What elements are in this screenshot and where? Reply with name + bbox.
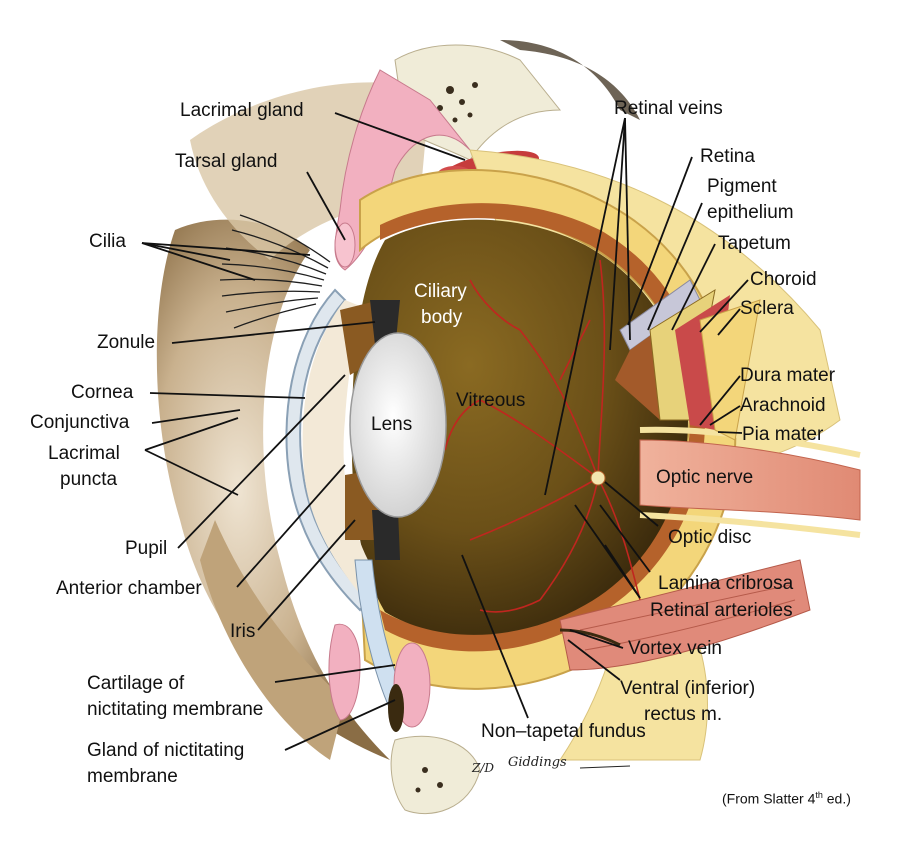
lower-lid-skin xyxy=(200,520,345,760)
label-lens: Lens xyxy=(371,414,413,435)
label-lacrimal-puncta-line1: Lacrimal xyxy=(48,443,120,464)
label-ciliary-body-line2: body xyxy=(421,307,463,328)
label-cornea: Cornea xyxy=(71,382,134,403)
source-credit: (From Slatter 4th ed.) xyxy=(722,790,851,807)
label-ciliary-body-line1: Ciliary xyxy=(414,281,467,302)
label-cilia: Cilia xyxy=(89,231,126,252)
retinal-vessels xyxy=(444,259,641,613)
label-sclera: Sclera xyxy=(740,298,794,319)
tarsal-gland xyxy=(334,222,356,268)
label-pia-mater: Pia mater xyxy=(742,424,824,445)
leader-lines xyxy=(141,112,749,751)
label-retinal-arterioles: Retinal arterioles xyxy=(650,600,793,621)
label-lacrimal-gland: Lacrimal gland xyxy=(180,100,304,121)
label-vortex-vein: Vortex vein xyxy=(628,638,722,659)
label-dura-mater: Dura mater xyxy=(740,365,836,386)
vortex-vein xyxy=(559,628,621,647)
artist-signature: Z/D Giddings xyxy=(471,755,631,775)
optic-nerve xyxy=(639,439,861,521)
label-non-tapetal-fundus: Non–tapetal fundus xyxy=(481,721,646,742)
svg-text:Z/D: Z/D xyxy=(471,761,494,775)
label-cartilage-line2: nictitating membrane xyxy=(87,699,264,720)
label-zonule: Zonule xyxy=(97,332,156,353)
label-vitreous: Vitreous xyxy=(456,390,526,411)
label-lacrimal-puncta-line2: puncta xyxy=(60,469,118,490)
label-gland-nictitating-line2: membrane xyxy=(87,766,178,787)
label-lamina-cribrosa: Lamina cribrosa xyxy=(658,573,794,594)
label-choroid: Choroid xyxy=(750,269,817,290)
label-conjunctiva: Conjunctiva xyxy=(30,412,130,433)
label-pigment-line2: epithelium xyxy=(707,202,794,223)
label-anterior-chamber: Anterior chamber xyxy=(56,578,202,599)
label-retina: Retina xyxy=(700,146,755,167)
label-arachnoid: Arachnoid xyxy=(740,395,826,416)
label-cartilage-line1: Cartilage of xyxy=(87,673,185,694)
lens xyxy=(349,332,447,518)
label-optic-disc: Optic disc xyxy=(668,527,752,548)
label-tarsal-gland: Tarsal gland xyxy=(175,151,278,172)
label-tapetum: Tapetum xyxy=(718,233,791,254)
label-ventral-line1: Ventral (inferior) xyxy=(620,678,756,699)
optic-disc xyxy=(590,470,606,486)
orbital-bone-lower xyxy=(390,735,481,815)
label-pigment-line1: Pigment xyxy=(707,176,777,197)
svg-text:Giddings: Giddings xyxy=(508,755,567,770)
layered-wall-cutaway xyxy=(615,279,761,441)
label-pupil: Pupil xyxy=(125,538,168,559)
label-ventral-line2: rectus m. xyxy=(644,704,723,725)
label-retinal-veins: Retinal veins xyxy=(614,98,723,119)
label-optic-nerve: Optic nerve xyxy=(656,467,754,488)
label-gland-nictitating-line1: Gland of nictitating xyxy=(87,740,245,761)
cilia-lashes xyxy=(219,214,331,329)
label-iris: Iris xyxy=(230,621,256,642)
eyelid-skin xyxy=(156,219,390,760)
